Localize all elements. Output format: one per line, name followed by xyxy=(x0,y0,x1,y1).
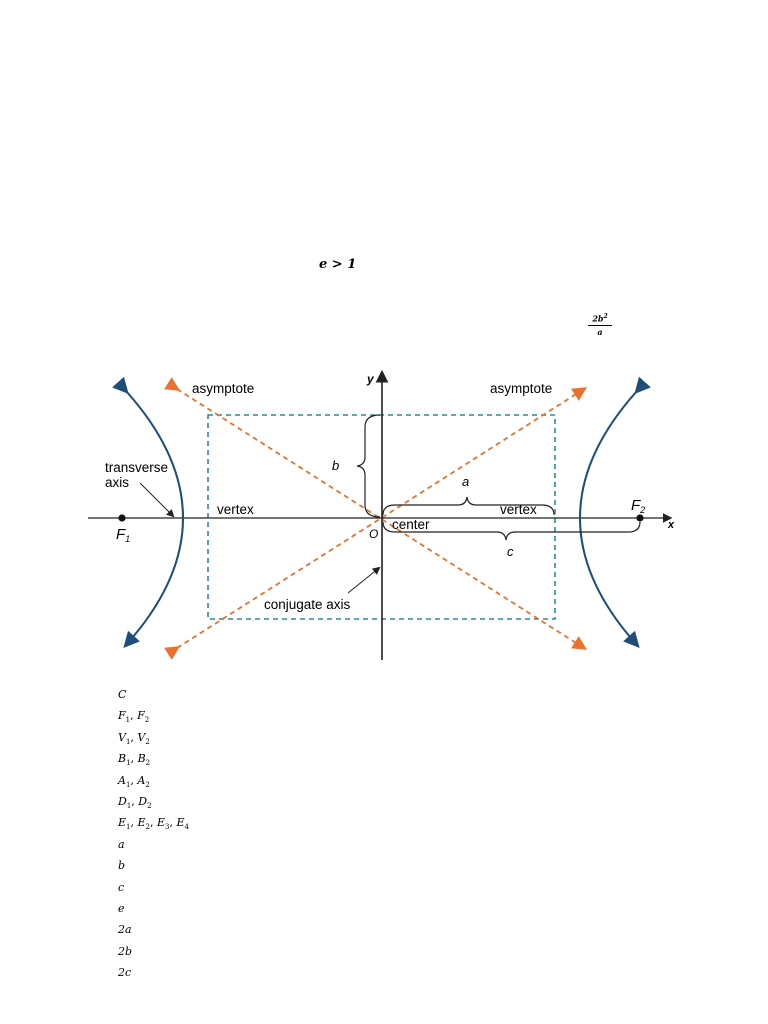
symbol-subscript: 3 xyxy=(165,823,170,832)
symbol-text: a xyxy=(118,837,125,851)
symbol-letter: V xyxy=(118,730,126,744)
symbol-letter: A xyxy=(118,773,126,787)
symbol-item: D1, D2 xyxy=(118,791,189,812)
symbol-letter: B xyxy=(118,752,127,766)
symbol-subscript: 1 xyxy=(125,716,131,725)
hyperbola-right-branch xyxy=(579,376,651,648)
b-brace xyxy=(356,414,381,518)
focus-left-label: F1 xyxy=(116,526,130,544)
symbol-item: e xyxy=(118,898,189,919)
center-label: center xyxy=(392,517,430,532)
symbol-letter: F xyxy=(118,709,126,723)
symbol-item: b xyxy=(118,855,189,876)
symbol-subscript: 1 xyxy=(125,737,131,746)
symbol-letter: E xyxy=(157,816,166,830)
symbol-text: c xyxy=(118,880,125,894)
symbol-subscript: 2 xyxy=(145,759,151,768)
fraction-numerator: 2b2 xyxy=(588,312,612,326)
transverse-axis-pointer xyxy=(139,482,175,518)
symbol-item: C xyxy=(118,684,189,705)
a-brace xyxy=(382,496,555,516)
symbol-subscript: 2 xyxy=(147,802,152,811)
fraction-denominator: a xyxy=(597,326,603,337)
symbol-item: V1, V2 xyxy=(118,727,189,748)
conjugate-axis-label: conjugate axis xyxy=(264,597,351,612)
b-label: b xyxy=(332,458,339,473)
numerator-text: 2b xyxy=(592,313,604,324)
symbol-text: 2a xyxy=(118,923,132,937)
symbol-subscript: 2 xyxy=(145,780,150,789)
symbol-subscript: 1 xyxy=(125,780,131,789)
symbol-item: 2b xyxy=(118,941,189,962)
symbol-letter: F xyxy=(137,709,145,723)
symbol-item: B1, B2 xyxy=(118,748,189,769)
a-label: a xyxy=(462,474,469,489)
symbol-subscript: 2 xyxy=(144,716,150,725)
symbol-text: b xyxy=(118,859,126,873)
numerator-exponent: 2 xyxy=(603,313,608,320)
symbol-separator: , xyxy=(169,816,177,830)
symbol-letter: D xyxy=(138,794,148,808)
symbol-letter: E xyxy=(176,816,185,830)
transverse-axis-label-line2: axis xyxy=(105,475,129,490)
symbol-separator: , xyxy=(130,816,138,830)
symbol-item: A1, A2 xyxy=(118,770,189,791)
symbol-letter: D xyxy=(118,794,127,808)
asymptote-left-label: asymptote xyxy=(192,381,254,396)
asymptote-right-label: asymptote xyxy=(490,381,552,396)
symbol-letter: V xyxy=(137,730,146,744)
hyperbola-diagram: asymptote asymptote y x transverse axis … xyxy=(88,369,675,660)
symbol-text: 2c xyxy=(118,966,132,980)
symbol-subscript: 2 xyxy=(145,823,150,832)
symbol-separator: , xyxy=(131,794,139,808)
focus-left-point xyxy=(118,514,126,522)
symbol-letter: A xyxy=(137,773,146,787)
symbol-item: c xyxy=(118,877,189,898)
origin-label: O xyxy=(369,527,378,541)
symbol-subscript: 1 xyxy=(126,759,131,768)
symbol-separator: , xyxy=(150,816,157,830)
symbol-subscript: 2 xyxy=(145,737,150,746)
symbol-item: E1, E2, E3, E4 xyxy=(118,812,189,833)
eccentricity-inequality: e > 1 xyxy=(319,257,357,272)
symbol-subscript: 4 xyxy=(184,823,189,832)
symbol-letter: E xyxy=(118,816,127,830)
symbol-separator: , xyxy=(130,773,138,787)
symbol-text: e xyxy=(118,901,125,915)
symbol-item: a xyxy=(118,834,189,855)
transverse-axis-label-line1: transverse xyxy=(105,460,168,475)
symbol-item: 2c xyxy=(118,962,189,983)
vertex-right-label: vertex xyxy=(500,502,537,517)
symbol-separator: , xyxy=(130,752,138,766)
conjugate-axis-pointer xyxy=(347,566,381,594)
symbol-text: C xyxy=(118,688,127,701)
symbol-item: F1, F2 xyxy=(118,705,189,726)
focus-right-label: F2 xyxy=(631,497,645,515)
x-axis-label: x xyxy=(667,519,675,531)
symbol-subscript: 1 xyxy=(126,823,131,832)
c-label: c xyxy=(507,544,514,559)
focus-right-point xyxy=(636,514,644,522)
symbol-separator: , xyxy=(130,730,138,744)
symbol-text: 2b xyxy=(118,944,133,958)
latus-rectum-fraction: 2b2 a xyxy=(588,312,612,337)
c-brace xyxy=(382,521,641,541)
vertex-left-label: vertex xyxy=(217,502,254,517)
hyperbola-left-branch xyxy=(112,376,184,648)
symbol-item: 2a xyxy=(118,919,189,940)
symbol-letter: E xyxy=(137,816,146,830)
symbol-separator: , xyxy=(130,709,138,723)
y-axis-label: y xyxy=(366,372,375,386)
symbol-letter: B xyxy=(137,752,146,766)
symbol-subscript: 1 xyxy=(126,802,132,811)
